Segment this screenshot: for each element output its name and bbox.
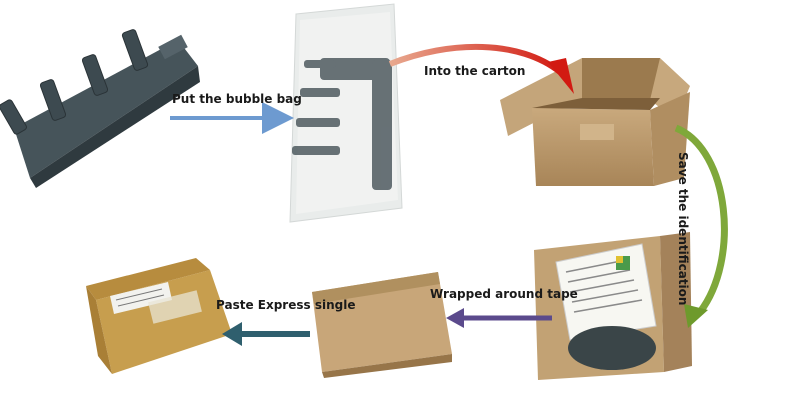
arrow-into-carton — [388, 43, 574, 94]
arrow-wrapped-tape — [446, 308, 552, 328]
closed-carton-image — [312, 272, 452, 378]
ignition-coil-image — [0, 29, 200, 188]
step-label-paste-express: Paste Express single — [216, 298, 356, 312]
labeled-carton-image — [534, 232, 692, 380]
step-label-save-identification: Save the identification — [676, 152, 690, 306]
bubble-bag-image — [289, 3, 403, 223]
shipping-carton-image — [86, 258, 232, 374]
open-carton-image — [500, 58, 690, 186]
arrow-paste-express — [222, 322, 310, 346]
arrow-save-identification — [674, 124, 728, 328]
step-label-wrapped-tape: Wrapped around tape — [430, 287, 578, 301]
step-label-put-bubble-bag: Put the bubble bag — [172, 92, 302, 106]
step-label-into-carton: Into the carton — [424, 64, 526, 78]
